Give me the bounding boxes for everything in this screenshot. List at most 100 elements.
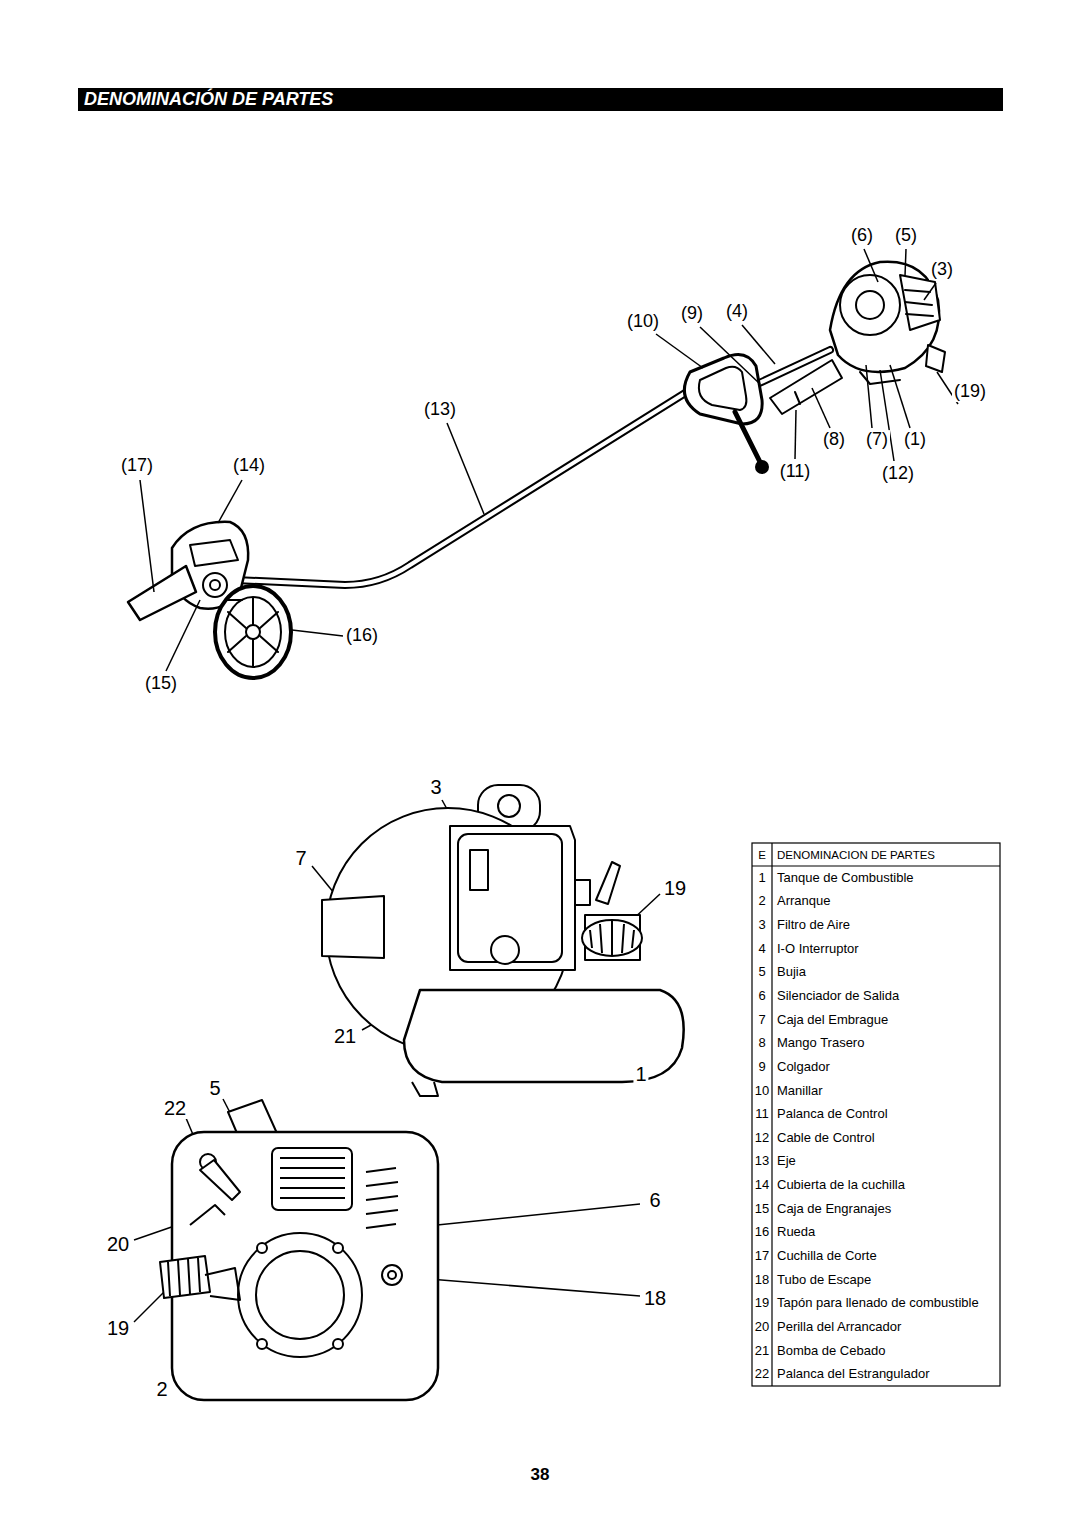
- page-number: 38: [531, 1466, 550, 1485]
- table-cell-name: Arranque: [777, 894, 830, 908]
- table-cell-name: Caja de Engranajes: [777, 1202, 891, 1216]
- table-cell-name: Cable de Control: [777, 1131, 875, 1145]
- callout-number: (14): [231, 456, 267, 476]
- drawing-path: [168, 1258, 200, 1296]
- callout-number: 6: [647, 1189, 662, 1211]
- drawing-circle: [491, 936, 519, 964]
- table-cell-name: Caja del Embrague: [777, 1012, 888, 1026]
- drawing-path: [228, 598, 278, 666]
- table-cell-number: 6: [758, 989, 765, 1003]
- callout-number: (16): [344, 626, 380, 646]
- table-cell-number: 3: [758, 918, 765, 932]
- table-cell-number: 13: [755, 1154, 769, 1168]
- section-title: DENOMINACIÓN DE PARTES: [84, 89, 333, 110]
- drawing-line: [890, 365, 910, 428]
- table-cell-number: 11: [755, 1107, 769, 1121]
- callout-number: 3: [428, 776, 443, 798]
- table-cell-name: Eje: [777, 1154, 796, 1168]
- drawing-circle: [333, 1339, 343, 1349]
- drawing-line: [140, 480, 154, 592]
- callout-number: 1: [633, 1063, 648, 1085]
- callout-number: (17): [119, 456, 155, 476]
- drawing-line: [408, 1204, 640, 1228]
- engine-front-drawing: [160, 1100, 438, 1400]
- drawing-circle: [840, 275, 900, 335]
- table-cell-number: 7: [758, 1012, 765, 1026]
- table-cell-number: 2: [758, 894, 765, 908]
- table-cell-number: 5: [758, 965, 765, 979]
- drawing-circle: [333, 1243, 343, 1253]
- table-cell-name: Filtro de Aire: [777, 918, 850, 932]
- drawing-path: [770, 360, 842, 414]
- drawing-path: [926, 345, 945, 372]
- engine-side-drawing: [322, 785, 684, 1096]
- drawing-ellipse: [225, 597, 281, 667]
- table-cell-number: 22: [755, 1367, 769, 1381]
- edger-drawing: [128, 262, 945, 678]
- table-cell-number: 16: [755, 1225, 769, 1239]
- drawing-circle: [498, 795, 520, 817]
- table-cell-name: Rueda: [777, 1225, 815, 1239]
- drawing-line: [864, 249, 878, 282]
- drawing-line: [795, 410, 796, 459]
- drawing-rect: [752, 843, 1000, 1386]
- table-cell-name: Mango Trasero: [777, 1036, 864, 1050]
- drawing-line: [905, 249, 906, 276]
- drawing-circle: [382, 1265, 402, 1285]
- callout-number: (12): [880, 464, 916, 484]
- callout-number: 5: [207, 1077, 222, 1099]
- table-cell-number: 1: [758, 871, 765, 885]
- drawing-path: [596, 862, 620, 904]
- drawing-line: [924, 283, 936, 300]
- drawing-path: [128, 566, 196, 620]
- drawing-path: [190, 1205, 225, 1225]
- table-cell-name: Tapón para llenado de combustible: [777, 1296, 979, 1310]
- drawing-path: [225, 599, 242, 601]
- drawing-circle: [210, 580, 220, 590]
- callout-number: 19: [105, 1317, 131, 1339]
- drawing-ellipse: [215, 586, 291, 678]
- callout-number: 7: [293, 847, 308, 869]
- callout-number: 18: [642, 1287, 668, 1309]
- callout-number: (3): [929, 260, 955, 280]
- drawing-line: [447, 423, 484, 514]
- table-cell-name: Cuchilla de Corte: [777, 1249, 877, 1263]
- table-cell-name: Bujia: [777, 965, 806, 979]
- drawing-rect: [272, 1148, 352, 1210]
- drawing-path: [235, 390, 690, 585]
- table-cell-number: 21: [755, 1343, 769, 1357]
- table-cell-number: E: [758, 849, 766, 862]
- drawing-path: [322, 896, 384, 958]
- drawing-line: [292, 630, 343, 636]
- drawing-line: [742, 325, 775, 364]
- table-cell-number: 12: [755, 1131, 769, 1145]
- callout-number: (9): [679, 304, 705, 324]
- callout-number: (11): [778, 462, 813, 482]
- drawing-path: [235, 390, 690, 585]
- drawing-rect: [470, 850, 488, 890]
- table-cell-number: 9: [758, 1060, 765, 1074]
- drawing-circle: [388, 1271, 396, 1279]
- table-cell-number: 14: [755, 1178, 769, 1192]
- parts-table-frame: [752, 843, 1000, 1386]
- drawing-path: [205, 1268, 240, 1300]
- callout-number: 19: [662, 877, 688, 899]
- table-cell-name: Manillar: [777, 1083, 823, 1097]
- drawing-path: [900, 275, 940, 330]
- callout-number: 2: [154, 1378, 169, 1400]
- table-cell-name: Palanca de Control: [777, 1107, 888, 1121]
- callout-number: (8): [821, 430, 847, 450]
- table-cell-name: I-O Interruptor: [777, 942, 859, 956]
- drawing-circle: [856, 291, 884, 319]
- table-cell-name: Bomba de Cebado: [777, 1343, 885, 1357]
- callout-number: (13): [422, 400, 458, 420]
- callout-number: (7): [864, 430, 890, 450]
- drawing-path: [575, 880, 590, 905]
- table-cell-name: Perilla del Arrancador: [777, 1320, 901, 1334]
- drawing-path: [190, 540, 238, 566]
- table-cell-name: DENOMINACION DE PARTES: [777, 849, 935, 862]
- drawing-line: [752, 865, 1000, 866]
- drawing-circle: [256, 1251, 344, 1339]
- drawing-path: [795, 392, 800, 404]
